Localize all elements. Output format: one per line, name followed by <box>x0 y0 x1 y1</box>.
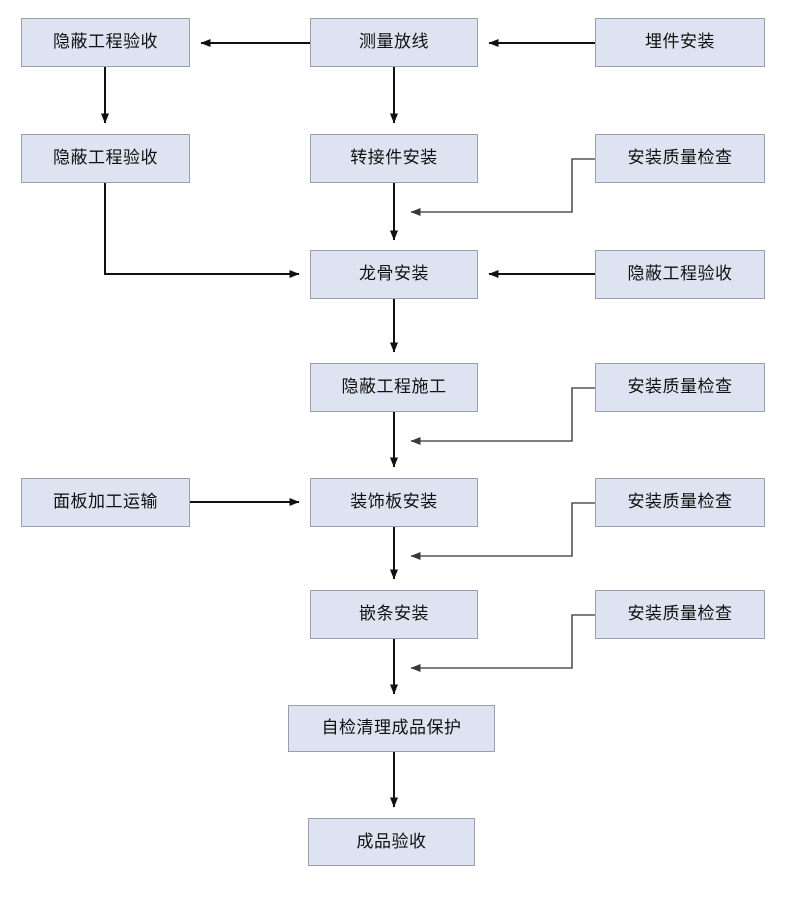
node-yinbi-gongcheng-yanshou-3[interactable]: 隐蔽工程验收 <box>595 250 765 299</box>
node-longgu-anzhuang[interactable]: 龙骨安装 <box>310 250 478 299</box>
node-zhuanjiejian-anzhuang[interactable]: 转接件安装 <box>310 134 478 183</box>
node-label: 成品验收 <box>356 831 427 852</box>
node-label: 隐蔽工程验收 <box>627 264 733 285</box>
node-label: 测量放线 <box>359 32 429 53</box>
node-qiantiao-anzhuang[interactable]: 嵌条安装 <box>310 590 478 639</box>
node-label: 自检清理成品保护 <box>321 718 462 739</box>
node-label: 安装质量检查 <box>627 492 733 513</box>
node-chengpin-yanshou[interactable]: 成品验收 <box>308 818 475 866</box>
node-yinbi-gongcheng-shigong[interactable]: 隐蔽工程施工 <box>310 363 478 412</box>
node-mianban-jiagong-yunshu[interactable]: 面板加工运输 <box>21 478 190 527</box>
node-label: 装饰板安装 <box>350 492 438 513</box>
node-anzhuang-zhiliang-jiancha-3[interactable]: 安装质量检查 <box>595 478 765 527</box>
node-label: 安装质量检查 <box>627 377 733 398</box>
node-label: 隐蔽工程验收 <box>53 148 158 169</box>
node-anzhuang-zhiliang-jiancha-1[interactable]: 安装质量检查 <box>595 134 765 183</box>
node-zhuangshiban-anzhuang[interactable]: 装饰板安装 <box>310 478 478 527</box>
node-label: 埋件安装 <box>645 32 715 53</box>
node-label: 嵌条安装 <box>359 604 429 625</box>
edge-yinbi2-to-longgu <box>104 183 300 278</box>
node-label: 隐蔽工程验收 <box>53 32 158 53</box>
node-celiang-fangxian[interactable]: 测量放线 <box>310 18 478 67</box>
node-anzhuang-zhiliang-jiancha-2[interactable]: 安装质量检查 <box>595 363 765 412</box>
node-label: 隐蔽工程施工 <box>341 377 447 398</box>
node-zijian-qingli-chengpin-baohu[interactable]: 自检清理成品保护 <box>288 705 495 752</box>
node-yinbi-gongcheng-yanshou-1[interactable]: 隐蔽工程验收 <box>21 18 190 67</box>
node-anzhuang-zhiliang-jiancha-4[interactable]: 安装质量检查 <box>595 590 765 639</box>
node-label: 安装质量检查 <box>627 148 733 169</box>
node-label: 龙骨安装 <box>359 264 429 285</box>
node-label: 安装质量检查 <box>627 604 733 625</box>
node-label: 面板加工运输 <box>53 492 158 513</box>
node-maijian-anzhuang[interactable]: 埋件安装 <box>595 18 765 67</box>
node-yinbi-gongcheng-yanshou-2[interactable]: 隐蔽工程验收 <box>21 134 190 183</box>
node-label: 转接件安装 <box>350 148 438 169</box>
